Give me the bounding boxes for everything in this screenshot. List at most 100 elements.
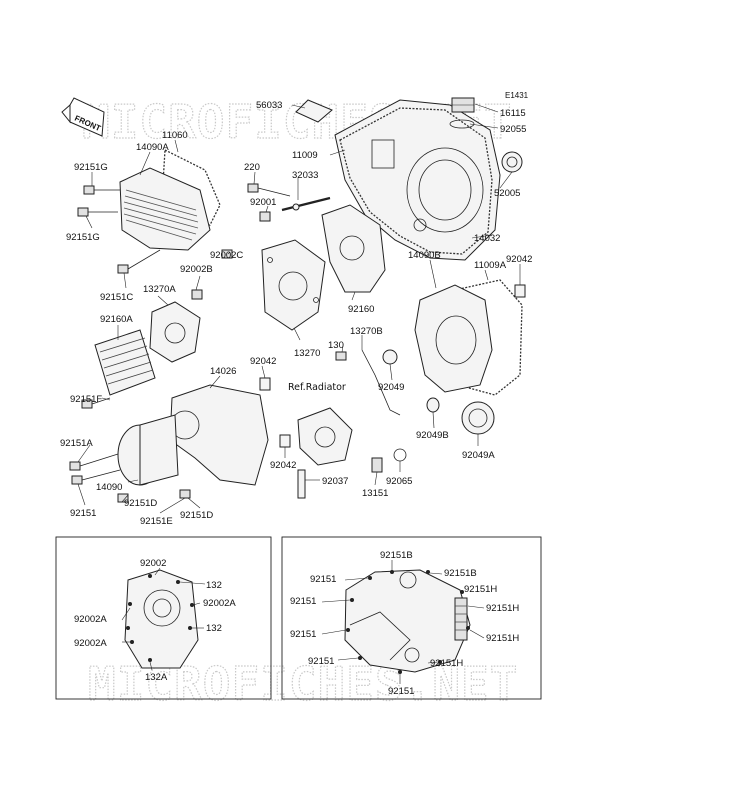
- label-92055: 92055: [500, 124, 526, 135]
- inset-left-label-132a: 132A: [145, 672, 168, 683]
- bolt-220-drawing: [247, 183, 291, 197]
- inset-left-label-92002: 92002: [140, 558, 166, 569]
- label-92001: 92001: [250, 197, 276, 208]
- inset-left-label-92002a-left-2: 92002A: [74, 638, 107, 649]
- inset-right-label-92151-d: 92151: [308, 656, 334, 667]
- label-92042-low: 92042: [270, 460, 296, 471]
- inset-right-label-92151h-b: 92151H: [486, 603, 519, 614]
- label-52005: 52005: [494, 188, 520, 199]
- bolt-92151g-drawing: [77, 185, 120, 217]
- label-92002b: 92002B: [180, 264, 213, 275]
- bolt-92002c-drawing: [221, 249, 233, 259]
- label-92151a: 92151A: [60, 438, 93, 449]
- label-32033: 32033: [292, 170, 318, 181]
- label-14032: 14032: [474, 233, 500, 244]
- label-13151: 13151: [362, 488, 388, 499]
- leader-lines: [77, 103, 521, 514]
- label-92160a: 92160A: [100, 314, 133, 325]
- filler-cap-16115: [451, 97, 475, 113]
- label-92151d-b: 92151D: [180, 510, 213, 521]
- label-220: 220: [244, 162, 260, 173]
- seal-92049b: [426, 397, 440, 413]
- label-130: 130: [328, 340, 344, 351]
- inset-right-label-92151-e: 92151: [388, 686, 414, 697]
- label-92049a: 92049A: [462, 450, 495, 461]
- label-92151: 92151: [70, 508, 96, 519]
- inset-right-label-92151h-a: 92151H: [464, 584, 497, 595]
- label-92065: 92065: [386, 476, 412, 487]
- seal-92049: [382, 349, 398, 365]
- label-13270a: 13270A: [143, 284, 176, 295]
- washer-92065: [393, 448, 407, 462]
- cover-14090a-drawing: [119, 148, 221, 251]
- label-14090a: 14090A: [136, 142, 169, 153]
- label-plate-56033: [295, 99, 333, 123]
- label-11009: 11009: [292, 150, 318, 161]
- inset-right-label-92151b-top: 92151B: [380, 550, 413, 561]
- inset-right-label-92151b-right: 92151B: [444, 568, 477, 579]
- label-92151e: 92151E: [140, 516, 173, 527]
- cover-14090-drawing: [117, 414, 179, 486]
- bolt-130-drawing: [335, 351, 347, 361]
- label-92037: 92037: [322, 476, 348, 487]
- label-11060: 11060: [162, 130, 188, 141]
- dowel-92042-top: [514, 284, 526, 298]
- bolt-92002b-drawing: [191, 289, 203, 300]
- inset-right-label-92151h-d: 92151H: [430, 658, 463, 669]
- shaft-32033-drawing: [281, 196, 331, 212]
- fin-part-92160a-drawing: [94, 329, 156, 396]
- label-92042-mid: 92042: [250, 356, 276, 367]
- inset-left-label-132-b: 132: [206, 623, 222, 634]
- gasket-92160-drawing: [321, 204, 386, 293]
- plate-13270a-drawing: [149, 301, 201, 363]
- bolt-92151c-drawing: [117, 249, 161, 274]
- dowel-92042-low: [279, 434, 291, 448]
- label-14090: 14090: [96, 482, 122, 493]
- clutch-cover-11009-drawing: [334, 99, 501, 261]
- label-14090b: 14090B: [408, 250, 441, 261]
- o-ring-92055: [449, 119, 475, 129]
- label-92002c: 92002C: [210, 250, 243, 261]
- radiator-reference-drawing: [297, 407, 353, 466]
- inset-right-panel: 92151B 92151 92151B 92151H 92151 92151H …: [281, 536, 542, 700]
- label-56033: 56033: [256, 100, 282, 111]
- inset-right-label-92151-b: 92151: [290, 596, 316, 607]
- label-11009a: 11009A: [474, 260, 507, 271]
- ref-radiator-label: Ref.Radiator: [288, 382, 346, 393]
- label-13270b: 13270B: [350, 326, 383, 337]
- cover-14026-drawing: [169, 384, 269, 486]
- label-92049b: 92049B: [416, 430, 449, 441]
- seal-52005: [501, 151, 523, 173]
- label-92160: 92160: [348, 304, 374, 315]
- inset-right-label-92151-a: 92151: [310, 574, 336, 585]
- part-13151: [371, 457, 383, 473]
- part-labels: 56033 16115 92055 11060 14090A 11009 921…: [60, 100, 532, 527]
- label-92151f: 92151F: [70, 394, 102, 405]
- label-92151c: 92151C: [100, 292, 133, 303]
- catalog-code: E1431: [505, 91, 529, 100]
- bracket-13270b: [361, 349, 401, 416]
- cover-14090b-drawing: [414, 279, 523, 396]
- pin-92037: [297, 469, 306, 499]
- dowel-92042-mid: [259, 377, 271, 391]
- inset-left-label-132-a: 132: [206, 580, 222, 591]
- bolts-lower-left: [69, 397, 191, 503]
- label-13270: 13270: [294, 348, 320, 359]
- label-92042-top: 92042: [506, 254, 532, 265]
- label-14026: 14026: [210, 366, 236, 377]
- bolt-92001-drawing: [259, 211, 271, 222]
- plate-13270-drawing: [261, 239, 326, 331]
- label-92151g-bottom: 92151G: [66, 232, 100, 243]
- label-92151g-top: 92151G: [74, 162, 108, 173]
- inset-left-label-92002a-left-1: 92002A: [74, 614, 107, 625]
- inset-right-label-92151h-c: 92151H: [486, 633, 519, 644]
- label-92049: 92049: [378, 382, 404, 393]
- seal-92049a: [461, 401, 495, 435]
- label-92151d-a: 92151D: [124, 498, 157, 509]
- inset-right-label-92151-c: 92151: [290, 629, 316, 640]
- inset-left-label-92002a-right: 92002A: [203, 598, 236, 609]
- inset-left-panel: 92002 132 92002A 92002A 132 92002A 132A: [55, 536, 272, 700]
- label-16115: 16115: [500, 108, 526, 119]
